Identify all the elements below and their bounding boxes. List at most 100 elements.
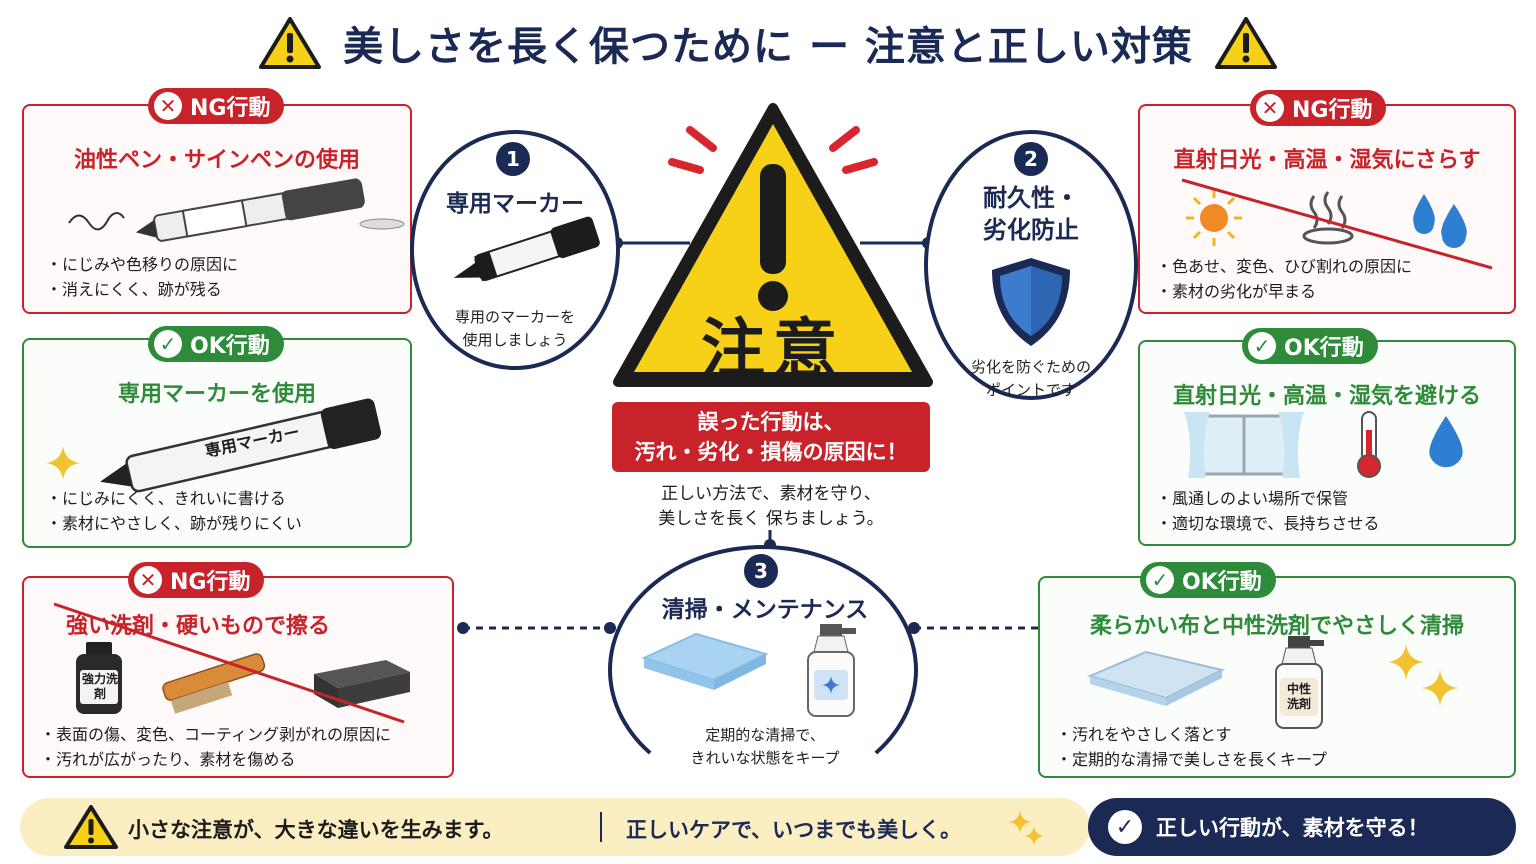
ng-badge: ✕ NG行動 — [148, 88, 285, 124]
spray-bottle-icon — [807, 624, 856, 717]
point-caption: 定期的な清掃で、 きれいな状態をキープ — [620, 724, 910, 770]
water-drop-icon — [1429, 416, 1463, 468]
ng-card-oil-pen: 油性ペン・サインペンの使用 にじみや色移りの原因に 消えにくく、跡が残る — [22, 104, 412, 314]
ok-card-gentle-cleaning: 柔らかい布と中性洗剤でやさしく清掃 中性洗剤 汚れをやさしく落とす 定期的な清掃… — [1038, 576, 1516, 778]
subtext-line: 正しい方法で、素材を守り、 — [661, 484, 881, 504]
badge-label: NG行動 — [190, 96, 271, 121]
caption-line: 定期的な清掃で、 — [705, 726, 825, 744]
subtext-line: 美しさを長く 保ちましょう。 — [658, 509, 884, 529]
cloth-icon — [641, 632, 769, 690]
warning-icon — [259, 17, 322, 69]
bullet-item: 表面の傷、変色、コーティング剥がれの原因に — [40, 722, 391, 747]
sparkle-icon — [46, 446, 80, 480]
point-number: 1 — [496, 142, 530, 176]
bullet-item: 色あせ、変色、ひび割れの原因に — [1156, 254, 1412, 279]
x-icon: ✕ — [154, 92, 182, 120]
bullet-list: 色あせ、変色、ひび割れの原因に 素材の劣化が早まる — [1156, 254, 1412, 304]
prohibited-line — [1181, 178, 1493, 270]
warning-line: 誤った行動は、 — [697, 410, 845, 434]
title-line: 耐久性・ — [983, 184, 1079, 212]
sponge-icon — [314, 660, 410, 708]
bullet-list: にじみや色移りの原因に 消えにくく、跡が残る — [46, 252, 238, 302]
spray-bottle-icon — [1275, 636, 1324, 729]
water-drop-icon — [1413, 194, 1467, 248]
ng-card-harsh-cleaning: 強い洗剤・硬いもので擦る 強力洗剤 表面の傷、変色、コーティング剥がれの原因に … — [22, 576, 454, 778]
badge-label: OK行動 — [1182, 570, 1262, 595]
warning-line: 汚れ・劣化・損傷の原因に！ — [634, 440, 908, 464]
bullet-item: 消えにくく、跡が残る — [46, 277, 238, 302]
bullet-item: にじみや色移りの原因に — [46, 252, 238, 277]
check-icon: ✓ — [1146, 566, 1174, 594]
bullet-item: 素材にやさしく、跡が残りにくい — [46, 511, 302, 536]
ng-card-sun-heat-humidity: 直射日光・高温・湿気にさらす 色あせ、変色、ひび割れの原因に 素材の劣化が早まる — [1138, 104, 1516, 314]
check-icon: ✓ — [1108, 810, 1142, 844]
caption-line: 劣化を防ぐための — [970, 358, 1091, 376]
footer-pill: ✓ 正しい行動が、素材を守る！ — [1088, 798, 1516, 856]
badge-label: OK行動 — [190, 334, 270, 359]
x-icon: ✕ — [134, 566, 162, 594]
point-caption: 劣化を防ぐための ポイントです — [934, 356, 1128, 402]
caption-line: ポイントです — [985, 381, 1076, 399]
ok-card-dedicated-marker: 専用マーカーを使用 専用マーカー にじみにくく、きれいに書ける 素材にやさしく、… — [22, 338, 412, 548]
bullet-item: 風通しのよい場所で保管 — [1156, 486, 1379, 511]
caption-line: 使用しましょう — [462, 331, 568, 349]
footer-banner: 小さな注意が、大きな違いを生みます。 正しいケアで、いつまでも美しく。 — [20, 798, 1090, 856]
ok-badge: ✓ OK行動 — [1140, 562, 1276, 598]
card-title: 強い洗剤・硬いもので擦る — [66, 614, 331, 639]
point-title: 専用マーカー — [446, 191, 584, 217]
page-title: 美しさを長く保つために ー 注意と正しい対策 — [343, 24, 1193, 70]
bullet-item: 素材の劣化が早まる — [1156, 279, 1412, 304]
footer-pill-text: 正しい行動が、素材を守る！ — [1156, 816, 1429, 840]
warning-icon — [1214, 17, 1277, 69]
warning-icon — [64, 805, 118, 849]
thermometer-icon — [1357, 411, 1381, 478]
bottle-label: 強力洗剤 — [82, 672, 119, 701]
bullet-list: 汚れをやさしく落とす 定期的な清掃で美しさを長くキープ — [1056, 722, 1327, 772]
prohibited-line — [53, 602, 405, 724]
marker-icon — [100, 398, 382, 493]
warning-label: 注意 — [701, 313, 845, 387]
warning-box: 誤った行動は、 汚れ・劣化・損傷の原因に！ — [612, 402, 930, 472]
ok-badge: ✓ OK行動 — [1242, 328, 1378, 364]
bullet-list: 表面の傷、変色、コーティング剥がれの原因に 汚れが広がったり、素材を傷める — [40, 722, 391, 772]
footer-message: 小さな注意が、大きな違いを生みます。 — [128, 818, 504, 842]
point-number: 3 — [744, 554, 778, 588]
point-title: 耐久性・ 劣化防止 — [934, 182, 1128, 246]
point-number: 2 — [1014, 142, 1048, 176]
footer-divider — [600, 812, 602, 842]
window-icon — [1184, 412, 1304, 478]
title-line: 劣化防止 — [983, 216, 1079, 244]
marker-icon — [453, 216, 600, 282]
ok-card-avoid-sun-heat: 直射日光・高温・湿気を避ける 風通しのよい場所で保管 適切な環境で、長持ちさせる — [1138, 340, 1516, 546]
bullet-item: 適切な環境で、長持ちさせる — [1156, 511, 1379, 536]
check-icon: ✓ — [154, 330, 182, 358]
caption-line: 専用のマーカーを — [454, 308, 575, 326]
bottle-label: 中性洗剤 — [1286, 682, 1311, 711]
card-title: 直射日光・高温・湿気にさらす — [1173, 148, 1481, 173]
bullet-item: 汚れが広がったり、素材を傷める — [40, 747, 391, 772]
badge-label: NG行動 — [1292, 98, 1373, 123]
footer-slogan: 正しいケアで、いつまでも美しく。 — [626, 818, 962, 842]
ok-badge: ✓ OK行動 — [148, 326, 284, 362]
bullet-list: 風通しのよい場所で保管 適切な環境で、長持ちさせる — [1156, 486, 1379, 536]
caption-line: きれいな状態をキープ — [690, 749, 840, 767]
ng-badge: ✕ NG行動 — [128, 562, 265, 598]
warning-triangle-icon — [613, 103, 933, 387]
bullet-item: 汚れをやさしく落とす — [1056, 722, 1327, 747]
card-title: 油性ペン・サインペンの使用 — [73, 148, 360, 173]
card-title: 専用マーカーを使用 — [117, 382, 316, 407]
page-header: 美しさを長く保つために ー 注意と正しい対策 — [0, 8, 1536, 78]
bullet-item: にじみにくく、きれいに書ける — [46, 486, 302, 511]
bullet-list: にじみにくく、きれいに書ける 素材にやさしく、跡が残りにくい — [46, 486, 302, 536]
bullet-item: 定期的な清掃で美しさを長くキープ — [1056, 747, 1327, 772]
badge-label: OK行動 — [1284, 336, 1364, 361]
check-icon: ✓ — [1248, 332, 1276, 360]
warning-subtext: 正しい方法で、素材を守り、 美しさを長く 保ちましょう。 — [612, 482, 930, 532]
x-icon: ✕ — [1256, 94, 1284, 122]
point-caption: 専用のマーカーを 使用しましょう — [420, 306, 610, 352]
badge-label: NG行動 — [170, 570, 251, 595]
sparkle-icon — [1388, 644, 1458, 706]
card-title: 柔らかい布と中性洗剤でやさしく清掃 — [1089, 614, 1464, 639]
steam-icon — [1302, 191, 1354, 245]
bottle-icon — [76, 642, 122, 714]
